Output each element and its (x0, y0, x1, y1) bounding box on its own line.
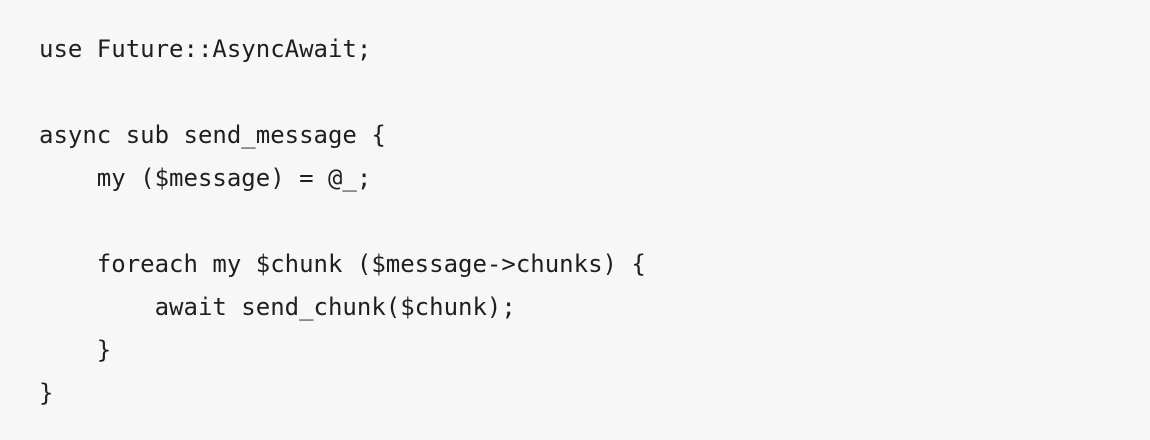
code-line-9: } (39, 379, 54, 407)
code-line-8: } (39, 336, 112, 364)
code-line-5 (39, 200, 1150, 243)
code-line-7: await send_chunk($chunk); (39, 293, 516, 321)
code-line-1: use Future::AsyncAwait; (39, 35, 372, 63)
code-line-3: async sub send_message { (39, 121, 386, 149)
code-line-4: my ($message) = @_; (39, 164, 372, 192)
code-line-2 (39, 71, 1150, 114)
code-line-6: foreach my $chunk ($message->chunks) { (39, 250, 646, 278)
